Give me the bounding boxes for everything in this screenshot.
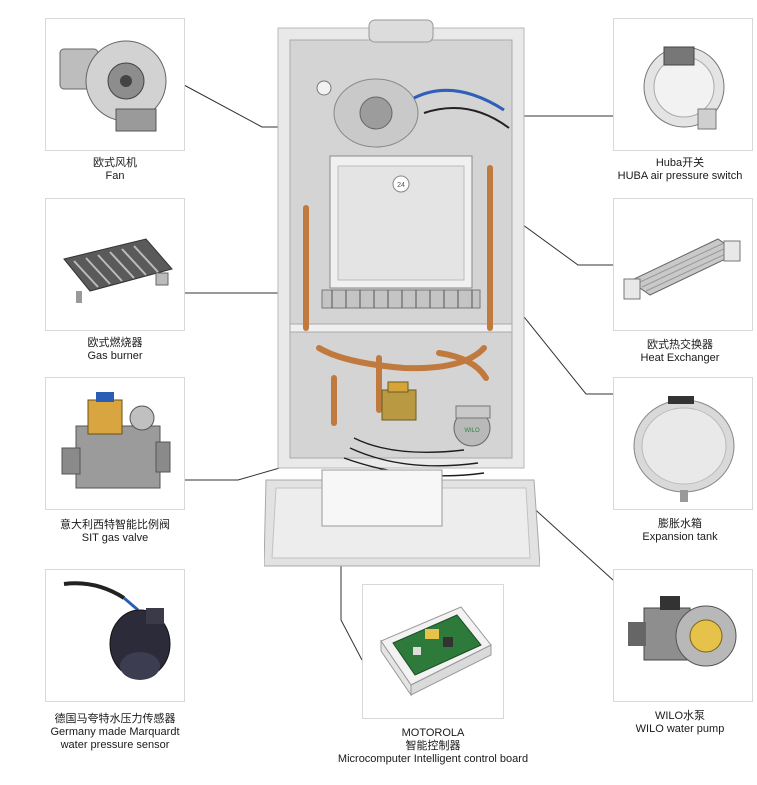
huba-switch-caption: Huba开关 HUBA air pressure switch (603, 157, 757, 183)
boiler-badge: 24 (397, 182, 405, 189)
expansion-tank-photo (613, 377, 753, 510)
fan-name-en: Fan (105, 170, 125, 182)
water-pump-photo (613, 569, 753, 702)
expansion-tank-name-cn: 膨胀水箱 (658, 518, 702, 530)
fan-name-cn: 欧式风机 (93, 157, 137, 169)
water-pressure-sensor-caption: 德国马夸特水压力传感器 Germany made Marquardt water… (45, 713, 185, 752)
expansion-tank-name-en: Expansion tank (642, 531, 718, 543)
heat-exchanger-name-cn: 欧式热交换器 (647, 339, 713, 351)
gas-burner-name-cn: 欧式燃烧器 (87, 337, 143, 349)
control-board-name-cn: 智能控制器 (405, 740, 461, 752)
boiler-pump-label: WILO (464, 428, 480, 434)
expansion-tank-caption: 膨胀水箱 Expansion tank (603, 518, 757, 544)
heat-exchanger-caption: 欧式热交换器 Heat Exchanger (603, 339, 757, 365)
gas-burner-caption: 欧式燃烧器 Gas burner (45, 337, 185, 363)
heat-exchanger-name-en: Heat Exchanger (640, 352, 720, 364)
boiler-unit: 24 WILO (263, 18, 541, 578)
sit-gas-valve-name-en: SIT gas valve (81, 532, 149, 544)
water-pump-name-en: WILO water pump (635, 723, 725, 735)
sit-gas-valve-caption: 意大利西特智能比例阀 SIT gas valve (45, 519, 185, 545)
sensor-name-en: Germany made Marquardt (50, 726, 180, 738)
control-board-brand: MOTOROLA (401, 727, 465, 739)
huba-switch-photo (613, 18, 753, 151)
line-sit-valve (184, 464, 291, 481)
sensor-name-en-2: water pressure sensor (60, 739, 170, 751)
huba-name-cn: Huba开关 (655, 157, 705, 169)
fan-photo (45, 18, 185, 151)
water-pressure-sensor-photo (45, 569, 185, 702)
fan-caption: 欧式风机 Fan (45, 157, 185, 183)
control-board-photo (362, 584, 504, 719)
sit-gas-valve-name-cn: 意大利西特智能比例阀 (60, 519, 170, 531)
water-pump-caption: WILO水泵 WILO water pump (603, 710, 757, 736)
heat-exchanger-photo (613, 198, 753, 331)
sensor-name-cn: 德国马夸特水压力传感器 (54, 713, 176, 725)
gas-burner-photo (45, 198, 185, 331)
line-expansion-tank (507, 296, 613, 395)
control-board-caption: MOTOROLA 智能控制器 Microcomputer Intelligent… (321, 727, 545, 766)
control-board-name-en: Microcomputer Intelligent control board (337, 753, 529, 765)
huba-name-en: HUBA air pressure switch (617, 170, 743, 182)
sit-gas-valve-photo (45, 377, 185, 510)
water-pump-name-cn: WILO水泵 (654, 710, 706, 722)
gas-burner-name-en: Gas burner (87, 350, 143, 362)
